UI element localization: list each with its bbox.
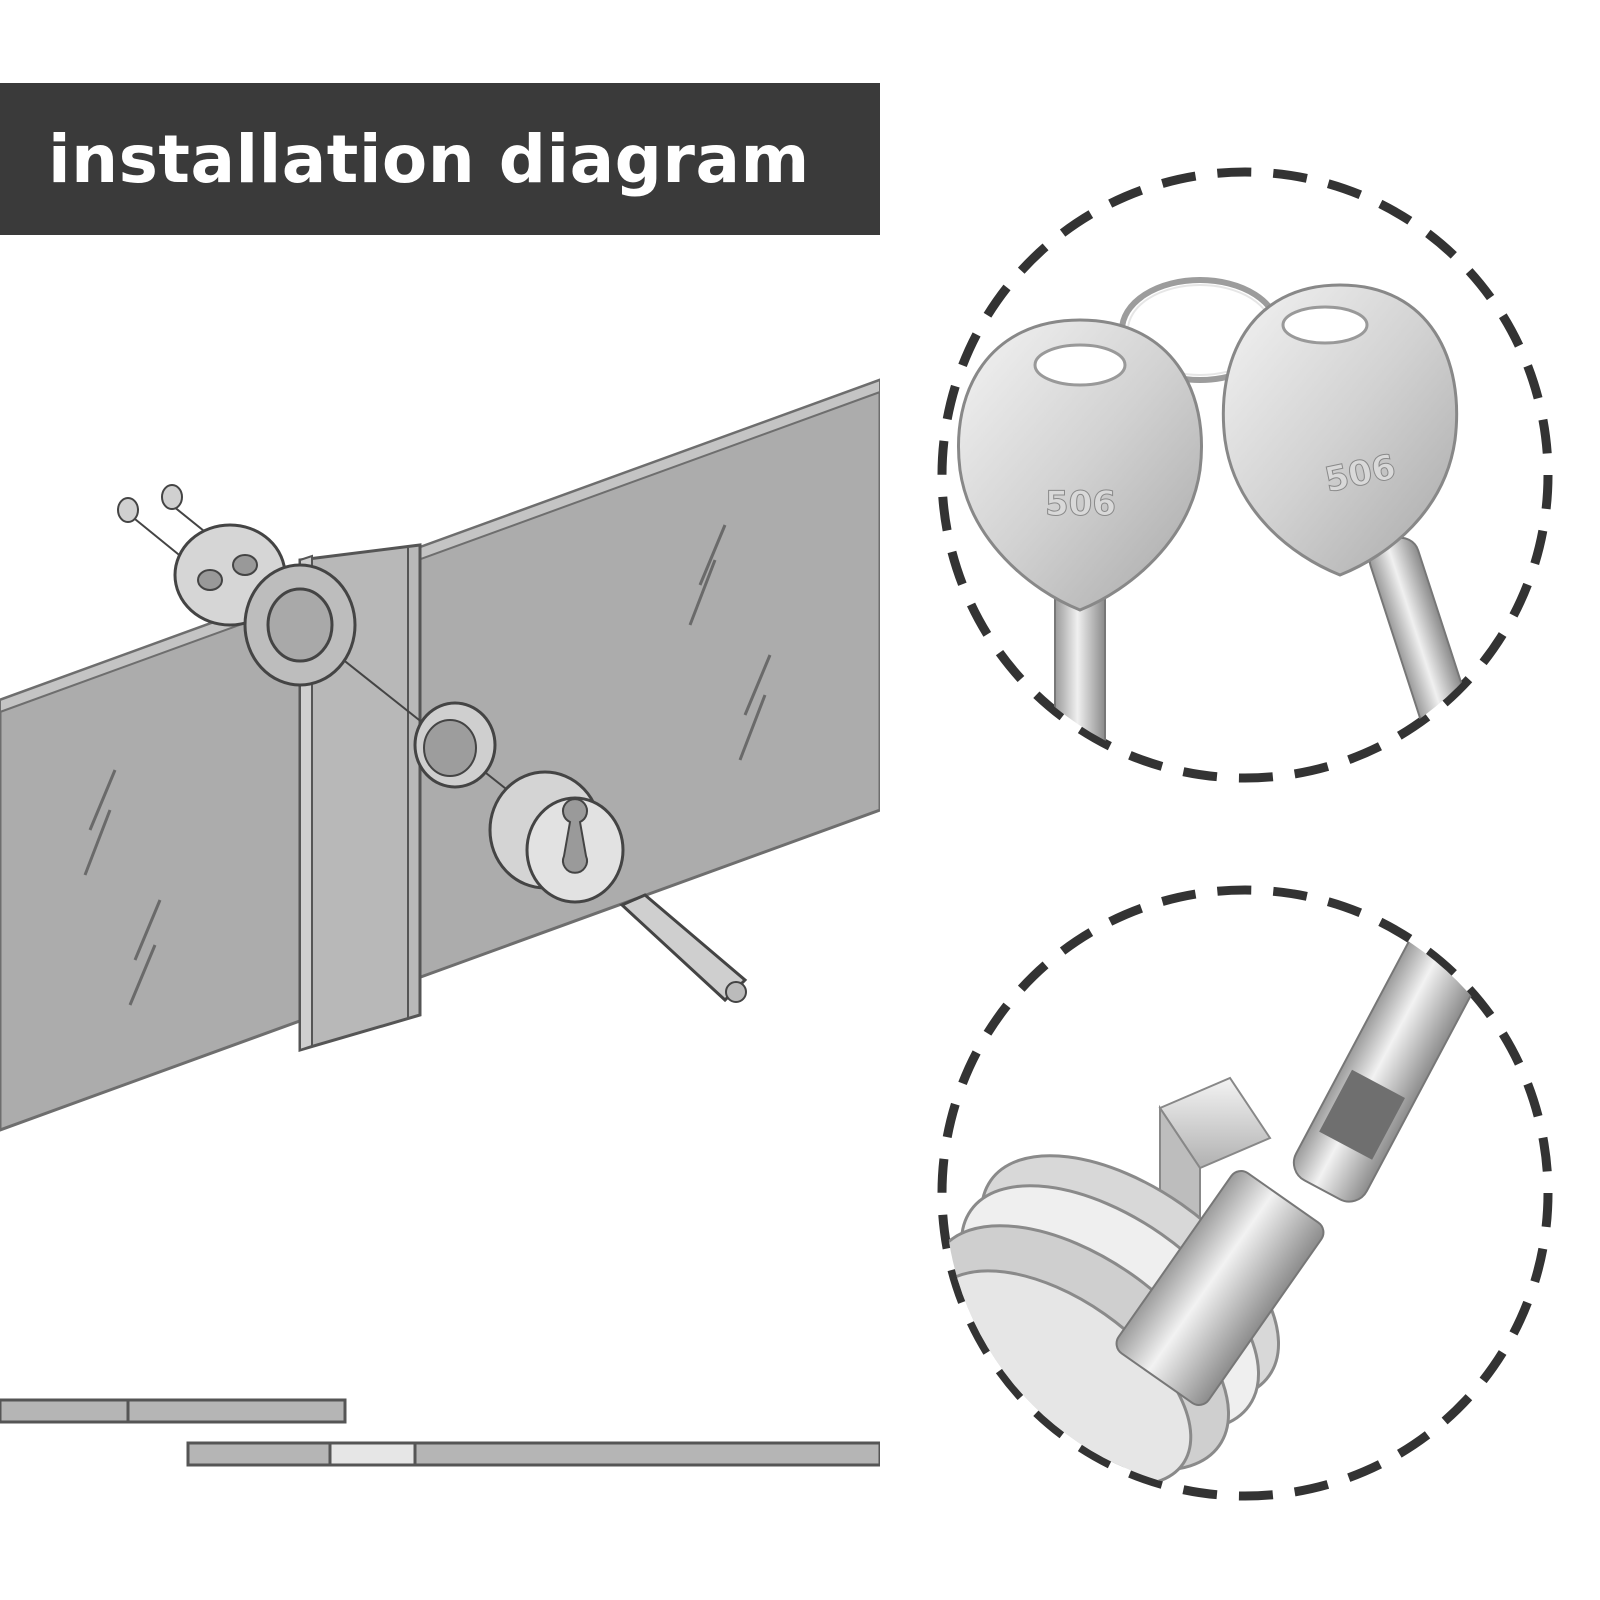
bottom-bars — [0, 1398, 880, 1467]
dashed-border — [937, 167, 1553, 783]
glass-edge — [0, 378, 880, 714]
sleeve — [413, 701, 497, 789]
left-key: 506 — [957, 318, 1203, 775]
right-key: 506 — [1221, 283, 1490, 775]
page-title: installation diagram — [48, 120, 810, 198]
glass-reflection-marks — [83, 524, 772, 1006]
left-key-number: 506 — [1045, 484, 1116, 524]
lock-cylinder — [488, 770, 625, 904]
screws — [117, 484, 183, 523]
installation-diagram — [0, 378, 880, 1467]
cylinder-body — [1115, 1170, 1325, 1406]
key-shaft — [1292, 912, 1493, 1203]
cam-bar — [619, 893, 748, 1003]
dashed-border — [937, 885, 1553, 1501]
washer-ring — [243, 563, 357, 687]
keys-detail-circle: 506 506 — [937, 167, 1553, 783]
lock-detail-circle — [937, 885, 1553, 1501]
title-banner: installation diagram — [0, 83, 880, 235]
